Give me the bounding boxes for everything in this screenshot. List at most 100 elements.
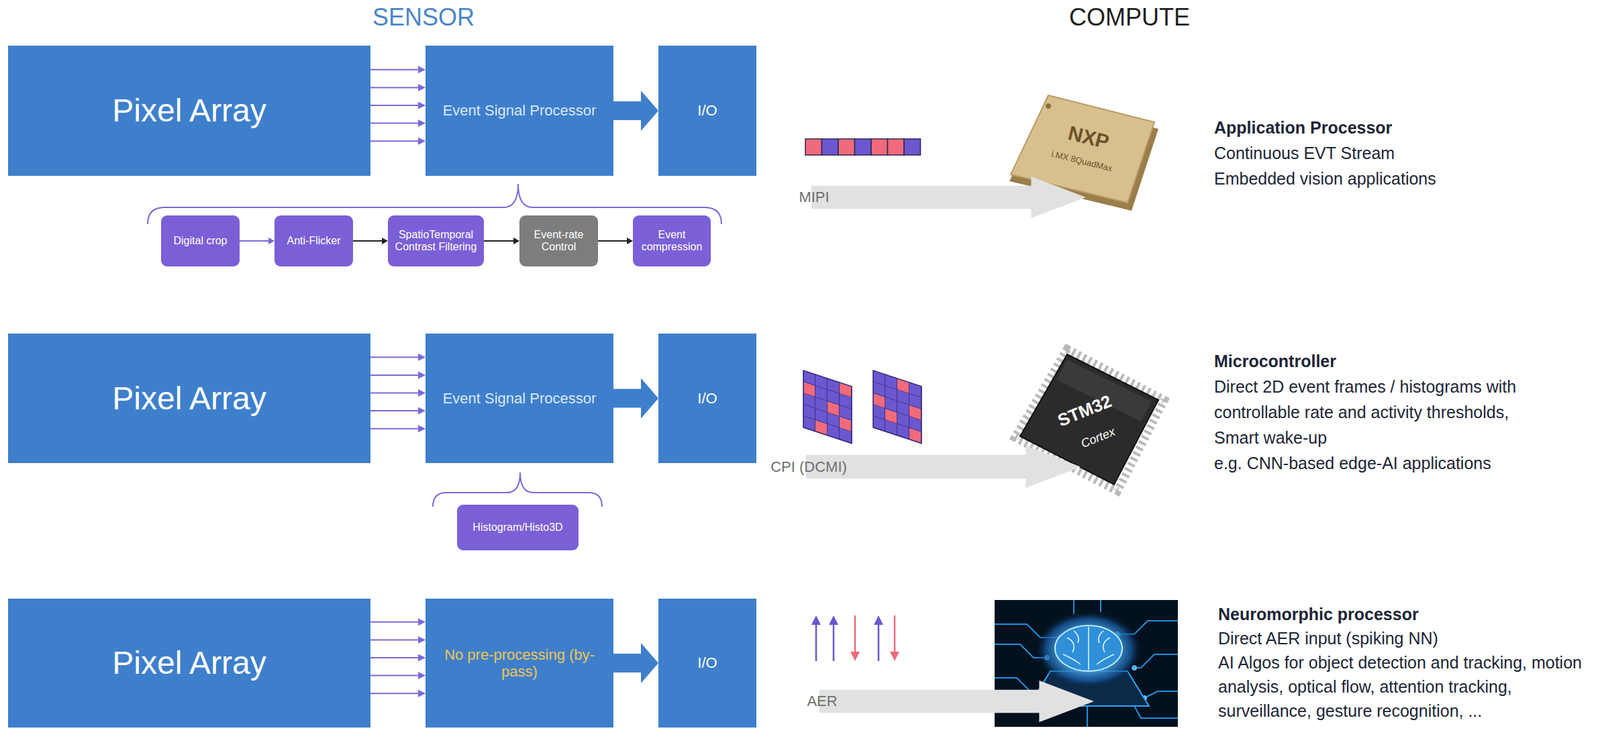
connector <box>613 642 659 684</box>
pixel-array-box: Pixel Array <box>8 598 371 728</box>
node-text: Event compression <box>636 228 707 254</box>
target-description: Direct AER input (spiking NN) <box>1218 626 1439 651</box>
arrow-head <box>418 407 426 415</box>
spike-head <box>873 615 884 625</box>
arrow-head <box>418 137 426 145</box>
text-group: Event Signal Processor <box>442 102 597 119</box>
circuit-line <box>1144 691 1178 698</box>
connector <box>370 424 426 433</box>
processing-step: SpatioTemporal Contrast Filtering <box>387 215 484 267</box>
node-text: Event Signal Processor <box>442 389 597 407</box>
circuit-line <box>1134 706 1178 719</box>
target-description: e.g. CNN-based edge-AI applications <box>1214 450 1594 476</box>
connector <box>370 371 426 379</box>
block-arrow <box>613 90 659 131</box>
brain-glow <box>1034 610 1143 689</box>
column-heading: SENSOR <box>372 2 475 32</box>
connector <box>239 237 275 245</box>
event-cell <box>805 138 823 156</box>
connector-line <box>370 122 419 125</box>
target-description: Smart wake-up <box>1214 424 1327 451</box>
connector <box>370 407 426 415</box>
interface-arrow: MIPI <box>811 176 1086 219</box>
chip-marking: STM32 <box>1055 391 1114 430</box>
node-text: Event-rate Control <box>523 228 594 254</box>
arrow-shape <box>819 680 1094 723</box>
connector-line <box>370 374 419 376</box>
spike-head <box>811 615 821 625</box>
text-group: Event-rate Control <box>523 228 594 254</box>
connector <box>613 90 659 131</box>
signal-processor-box: No pre-processing (by-pass) <box>425 598 614 728</box>
connector <box>370 137 426 145</box>
connector <box>370 119 426 127</box>
spike-up <box>832 623 835 662</box>
arrow-head <box>418 424 426 433</box>
text-group: SpatioTemporal Contrast Filtering <box>391 228 480 254</box>
target-description: Continuous EVT Stream <box>1214 140 1395 166</box>
column-heading: COMPUTE <box>1069 2 1190 32</box>
connector-line <box>370 638 419 641</box>
connector <box>370 65 426 74</box>
interface-arrow: AER <box>819 680 1094 723</box>
arrow-fill <box>811 176 1086 219</box>
spike-head <box>828 615 839 625</box>
node-text: CPI (DCMI) <box>770 458 847 476</box>
event-frame-grid <box>803 370 852 444</box>
text-group: I/O <box>697 102 717 119</box>
node-text: MIPI <box>798 188 829 206</box>
connector <box>370 83 426 92</box>
circuit-line <box>1100 600 1102 613</box>
arrow-head <box>418 654 426 662</box>
brain-folds <box>1063 626 1115 670</box>
node-text: AER <box>806 692 837 710</box>
node-text: Event Signal Processor <box>442 102 597 119</box>
event-cell <box>871 138 888 156</box>
chip-marking: i.MX 8QuadMax <box>1050 148 1114 173</box>
arrow-head <box>513 237 520 245</box>
brace <box>432 472 603 507</box>
node-text: Pixel Array <box>112 91 266 129</box>
arrow-head <box>381 237 388 245</box>
connector-line <box>370 428 419 430</box>
node-text: Digital crop <box>173 234 227 247</box>
arrow-head <box>418 689 426 698</box>
grid-lines <box>873 370 922 444</box>
connector-line <box>370 675 419 677</box>
connector <box>370 654 426 662</box>
circuit-line <box>1086 706 1088 727</box>
signal-processor-box: Event Signal Processor <box>425 45 614 176</box>
arrow-head <box>418 371 426 379</box>
text-group: Pixel Array <box>112 644 266 682</box>
connector-line <box>370 657 419 659</box>
arrow-fill <box>806 445 1081 488</box>
text-group: Digital crop <box>173 234 227 247</box>
text-group: Event Signal Processor <box>442 389 597 407</box>
io-box: I/O <box>658 598 757 728</box>
arrow-head <box>418 102 426 110</box>
connector <box>483 237 520 245</box>
connector <box>597 237 633 245</box>
connector <box>370 389 426 397</box>
connector-line <box>370 86 419 88</box>
spike-up <box>815 623 818 662</box>
spike-head <box>850 651 860 662</box>
connector-line <box>239 240 270 242</box>
processing-step: Digital crop <box>161 215 240 267</box>
node-text: Histogram/Histo3D <box>472 521 563 534</box>
node-text: Anti-Flicker <box>286 234 341 247</box>
target-heading: Application Processor <box>1214 114 1392 141</box>
arrow-shape <box>806 445 1081 488</box>
pixel-array-box: Pixel Array <box>8 45 371 176</box>
event-cell <box>904 138 921 156</box>
io-box: I/O <box>658 45 757 176</box>
arrow-head <box>418 83 426 92</box>
connector-line <box>370 104 419 107</box>
arrow-fill <box>819 680 1094 723</box>
chip-dot <box>1045 103 1052 109</box>
arrow-head <box>626 237 633 245</box>
connector <box>370 689 426 698</box>
text-group: Anti-Flicker <box>286 234 341 247</box>
text-group: Pixel Array <box>112 91 266 129</box>
